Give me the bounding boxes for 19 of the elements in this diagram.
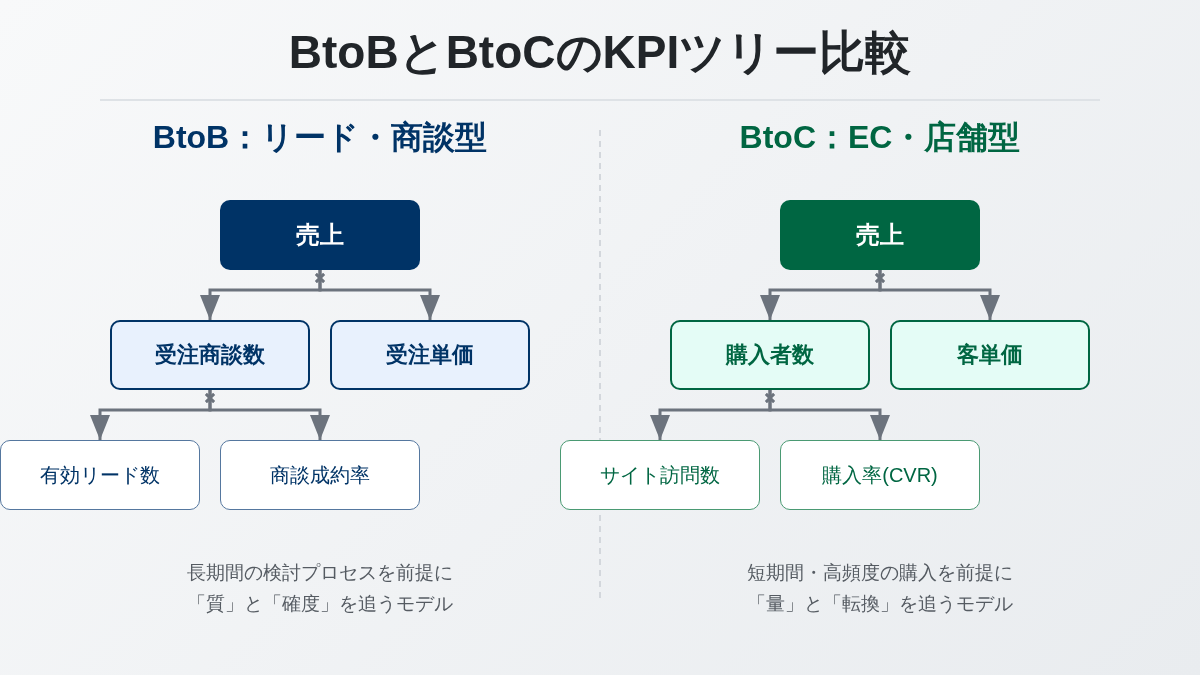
section-heading: BtoB：リード・商談型 — [151, 118, 489, 157]
metric-box: 購入率(CVR) — [780, 440, 980, 510]
section-heading: BtoC：EC・店舗型 — [738, 118, 1022, 157]
metric-box: 商談成約率 — [220, 440, 420, 510]
metric-box: 客単価 — [890, 320, 1090, 390]
metric-box: 有効リード数 — [0, 440, 200, 510]
arrow — [204, 390, 330, 440]
note-text: 長期間の検討プロセスを前提に「質」と「確度」を追うモデル — [185, 561, 454, 616]
arrow — [874, 270, 1000, 320]
arrow — [764, 390, 890, 440]
metric-box: 売上 — [780, 200, 980, 270]
metric-box: サイト訪問数 — [560, 440, 760, 510]
metric-box: 受注単価 — [330, 320, 530, 390]
arrow — [314, 270, 440, 320]
metric-box: 売上 — [220, 200, 420, 270]
metric-box: 受注商談数 — [110, 320, 310, 390]
note-text: 短期間・高頻度の購入を前提に「量」と「転換」を追うモデル — [745, 561, 1014, 616]
title: BtoBとBtoCのKPIツリー比較 — [287, 25, 913, 80]
metric-box: 購入者数 — [670, 320, 870, 390]
